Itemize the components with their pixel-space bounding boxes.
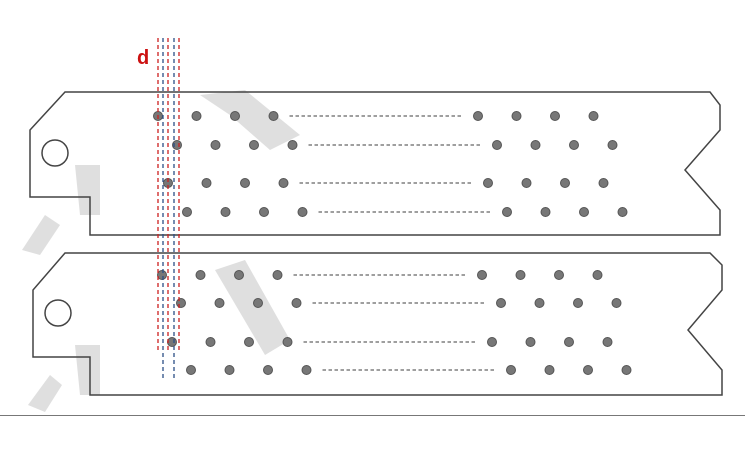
hole-s1-r1-l3: [230, 111, 240, 121]
strip-bottom-outline: [32, 252, 723, 396]
hole-s2-r3-l3: [244, 337, 254, 347]
hole-s2-r2-l3: [253, 298, 263, 308]
hole-s1-r3-r3: [560, 178, 570, 188]
hole-s2-r1-r1: [477, 270, 487, 280]
shadow-shape-1: [200, 90, 300, 150]
hole-s1-r1-r1: [473, 111, 483, 121]
hole-s1-r4-r4: [617, 207, 628, 217]
hole-s2-r3-r2: [525, 337, 536, 347]
hole-s1-r4-r2: [540, 207, 551, 217]
hole-s1-r4-r3: [579, 207, 589, 217]
hole-s2-r3-l2: [205, 337, 216, 347]
hole-s2-r3-r4: [602, 337, 613, 347]
hole-s2-r1-l1: [157, 270, 167, 280]
mount-hole-bottom: [44, 299, 72, 327]
hole-s1-r1-r2: [511, 111, 522, 121]
shadow-shape-5: [75, 345, 100, 395]
hole-pattern: [153, 111, 632, 375]
hole-s2-r4-l1: [186, 365, 196, 375]
hole-s2-r2-l2: [214, 298, 225, 308]
hole-s1-r2-l4: [287, 140, 298, 150]
mount-hole-top: [41, 139, 69, 167]
hole-s1-r4-l3: [259, 207, 269, 217]
hole-s1-r2-r4: [607, 140, 618, 150]
hole-s2-r1-l3: [234, 270, 244, 280]
hole-s2-r3-l4: [282, 337, 293, 347]
hole-s2-r4-r1: [506, 365, 516, 375]
shadow-shape-6: [28, 375, 62, 412]
hole-s1-r2-l1: [172, 140, 182, 150]
hole-s1-r3-l4: [278, 178, 289, 188]
hole-s1-r2-r3: [569, 140, 579, 150]
hole-s2-r4-r4: [621, 365, 632, 375]
hole-s1-r1-l4: [268, 111, 279, 121]
hole-s1-r3-l2: [201, 178, 212, 188]
shadow-shape-2: [75, 165, 100, 215]
hole-s1-r4-l4: [297, 207, 308, 217]
hole-s1-r1-r3: [550, 111, 560, 121]
hole-s1-r1-l2: [191, 111, 202, 121]
hole-s2-r4-l2: [224, 365, 235, 375]
hole-s2-r3-r3: [564, 337, 574, 347]
hole-s2-r4-r2: [544, 365, 555, 375]
hole-s1-r1-r4: [588, 111, 599, 121]
hole-s1-r4-r1: [502, 207, 512, 217]
background-shadow-shapes: [22, 90, 300, 412]
hole-s2-r2-l1: [176, 298, 186, 308]
hole-s1-r4-l2: [220, 207, 231, 217]
hole-s1-r2-l2: [210, 140, 221, 150]
hole-s1-r2-l3: [249, 140, 259, 150]
hole-s2-r1-r4: [592, 270, 603, 280]
hole-s2-r3-r1: [487, 337, 497, 347]
hole-s2-r1-r3: [554, 270, 564, 280]
hole-s1-r3-r2: [521, 178, 532, 188]
hole-s1-r3-r1: [483, 178, 493, 188]
hole-s2-r1-l2: [195, 270, 206, 280]
hole-s2-r4-l4: [301, 365, 312, 375]
bottom-divider-line: [0, 415, 745, 416]
hole-s2-r2-l4: [291, 298, 302, 308]
hole-s2-r2-r1: [496, 298, 506, 308]
hole-s2-r1-l4: [272, 270, 283, 280]
spacing-markers: [157, 38, 180, 378]
hole-s1-r3-l3: [240, 178, 250, 188]
hole-s2-r3-l1: [167, 337, 177, 347]
hole-s2-r4-r3: [583, 365, 593, 375]
dashed-row-connectors: [289, 115, 495, 371]
hole-s1-r3-r4: [598, 178, 609, 188]
shadow-shape-3: [22, 215, 60, 255]
strip-top-outline: [29, 91, 721, 236]
hole-s2-r2-r4: [611, 298, 622, 308]
hole-s2-r2-r3: [573, 298, 583, 308]
hole-s2-r2-r2: [534, 298, 545, 308]
hole-s1-r2-r2: [530, 140, 541, 150]
shadow-shape-4: [215, 260, 290, 355]
hole-s2-r4-l3: [263, 365, 273, 375]
hole-s1-r4-l1: [182, 207, 192, 217]
hole-s1-r2-r1: [492, 140, 502, 150]
spacing-label-d: d: [137, 47, 150, 69]
hole-s2-r1-r2: [515, 270, 526, 280]
strip-outlines: [29, 91, 723, 396]
